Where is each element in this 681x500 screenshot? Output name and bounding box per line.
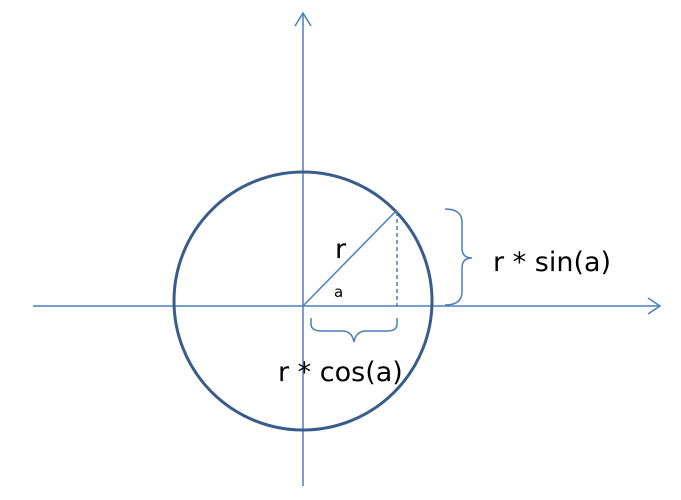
cosine-label: r * cos(a) [278, 357, 403, 388]
x-axis-arrow-icon [647, 297, 662, 315]
sine-label: r * sin(a) [493, 247, 611, 278]
radius-label: r [335, 234, 347, 265]
cosine-brace [310, 318, 398, 343]
circle [172, 170, 434, 432]
angle-label: a [334, 283, 343, 301]
axes [33, 11, 662, 486]
radius-line [302, 209, 398, 307]
y-axis-arrow-icon [294, 11, 312, 27]
sine-brace [444, 208, 473, 306]
